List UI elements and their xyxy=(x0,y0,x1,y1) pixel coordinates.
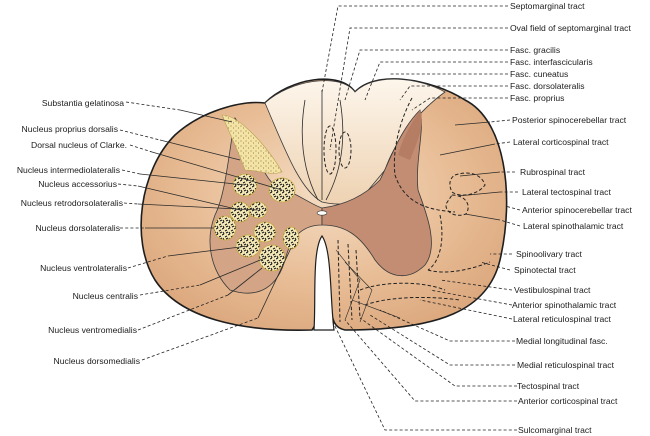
label-nucleus-ventromedialis: Nucleus ventromedialis xyxy=(48,325,137,335)
label-oval-field-septomarginal: Oval field of septomarginal tract xyxy=(510,23,631,33)
central-canal xyxy=(316,210,328,216)
label-anterior-spinothalamic: Anterior spinothalamic tract xyxy=(512,300,617,310)
ventral-fine-lines xyxy=(335,249,401,323)
label-fasc-interfascicularis: Fasc. interfascicularis xyxy=(510,57,593,67)
label-fasc-proprius: Fasc. proprius xyxy=(510,93,565,103)
label-sulcomarginal: Sulcomarginal tract xyxy=(518,425,592,435)
label-nucleus-proprius-dorsalis: Nucleus proprius dorsalis xyxy=(21,124,118,134)
label-nucleus-dorsomedialis: Nucleus dorsomedialis xyxy=(53,356,140,366)
spinal-cord-section xyxy=(140,78,508,331)
label-fasc-cuneatus: Fasc. cuneatus xyxy=(510,69,569,79)
label-substantia-gelatinosa: Substantia gelatinosa xyxy=(41,98,124,108)
label-medial-reticulospinal: Medial reticulospinal tract xyxy=(517,360,614,370)
label-nucleus-dorsolateralis: Nucleus dorsolateralis xyxy=(35,223,120,233)
label-spinoolivary: Spinoolivary tract xyxy=(516,249,582,259)
label-nucleus-centralis: Nucleus centralis xyxy=(72,291,138,301)
label-lateral-tectospinal: Lateral tectospinal tract xyxy=(522,187,611,197)
label-lateral-reticulospinal: Lateral reticulospinal tract xyxy=(513,314,611,324)
label-nucleus-accessorius: Nucleus accessorius xyxy=(38,179,117,189)
label-rubrospinal: Rubrospinal tract xyxy=(520,167,585,177)
label-lateral-corticospinal: Lateral corticospinal tract xyxy=(513,137,609,147)
label-dorsal-nucleus-of-clarke: Dorsal nucleus of Clarke. xyxy=(30,140,127,150)
label-nucleus-intermediolateralis: Nucleus intermediolateralis xyxy=(16,165,120,175)
left-leader-lines xyxy=(117,101,292,361)
label-nucleus-retrodorsolateralis: Nucleus retrodorsolateralis xyxy=(20,198,123,208)
label-anterior-corticospinal: Anterior corticospinal tract xyxy=(518,396,618,406)
label-posterior-spinocerebellar: Posterior spinocerebellar tract xyxy=(512,115,627,125)
label-lateral-spinothalamic: Lateral spinothalamic tract xyxy=(523,221,624,231)
left-motor-nuclei xyxy=(213,173,300,272)
label-medial-longitudinal-fasc: Medial longitudinal fasc. xyxy=(516,336,608,346)
label-nucleus-ventrolateralis: Nucleus ventrolateralis xyxy=(40,263,127,273)
ventral-median-fissure xyxy=(313,234,335,331)
label-spinotectal: Spinotectal tract xyxy=(514,265,576,275)
label-tectospinal: Tectospinal tract xyxy=(517,381,580,391)
substantia-gelatinosa xyxy=(221,114,283,174)
right-leader-lines xyxy=(321,5,521,431)
label-vestibulospinal: Vestibulospinal tract xyxy=(514,285,591,295)
label-anterior-spinocerebellar: Anterior spinocerebellar tract xyxy=(522,205,632,215)
label-fasc-dorsolateralis: Fasc. dorsolateralis xyxy=(510,81,585,91)
label-septomarginal-tract: Septomarginal tract xyxy=(510,1,585,11)
label-fasc-gracilis: Fasc. gracilis xyxy=(510,45,561,55)
